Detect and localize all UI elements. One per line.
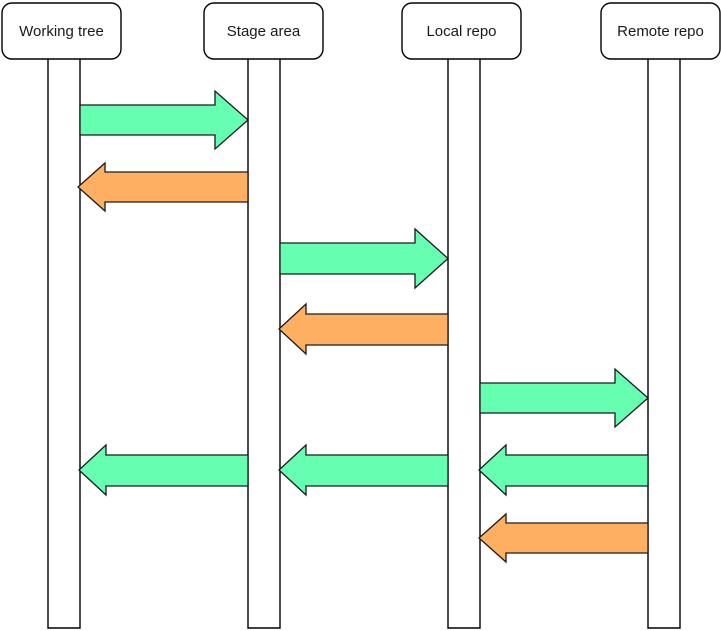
- message-arrow-stage-to-wt[interactable]: [77, 161, 249, 213]
- actor-box-working-tree: [1, 2, 122, 60]
- message-arrow-local-to-stage[interactable]: [278, 302, 449, 356]
- lifelines-layer: [47, 59, 681, 629]
- lifeline-stage-area: [247, 59, 281, 629]
- actor-box-stage-area: [203, 2, 324, 60]
- actor-stage-area[interactable]: Stage area: [203, 2, 324, 60]
- messages-layer: [77, 89, 649, 564]
- lifeline-working-tree: [47, 59, 81, 629]
- message-arrow-stage-to-wt-pull[interactable]: [78, 443, 249, 497]
- actor-box-local-repo: [401, 2, 522, 60]
- message-arrow-remote-to-local-fetch[interactable]: [478, 512, 649, 564]
- actor-box-remote-repo: [600, 2, 721, 60]
- message-arrow-remote-to-local[interactable]: [478, 443, 649, 497]
- message-arrow-stage-to-local[interactable]: [279, 227, 449, 290]
- actor-label-remote-repo: Remote repo: [617, 23, 704, 40]
- actors-layer: Working tree Stage area Local repo Remote r…: [1, 2, 721, 60]
- message-arrow-local-to-stage-pull[interactable]: [278, 443, 449, 497]
- actor-remote-repo[interactable]: Remote repo: [600, 2, 721, 60]
- actor-working-tree[interactable]: Working tree: [1, 2, 122, 60]
- lifeline-local-repo: [447, 59, 481, 629]
- lifeline-remote-repo: [647, 59, 681, 629]
- actor-label-stage-area: Stage area: [227, 23, 301, 40]
- actor-local-repo[interactable]: Local repo: [401, 2, 522, 60]
- actor-label-local-repo: Local repo: [426, 23, 496, 40]
- actor-label-working-tree: Working tree: [19, 23, 104, 40]
- message-arrow-wt-to-stage[interactable]: [79, 89, 249, 151]
- message-arrow-local-to-remote[interactable]: [479, 367, 649, 429]
